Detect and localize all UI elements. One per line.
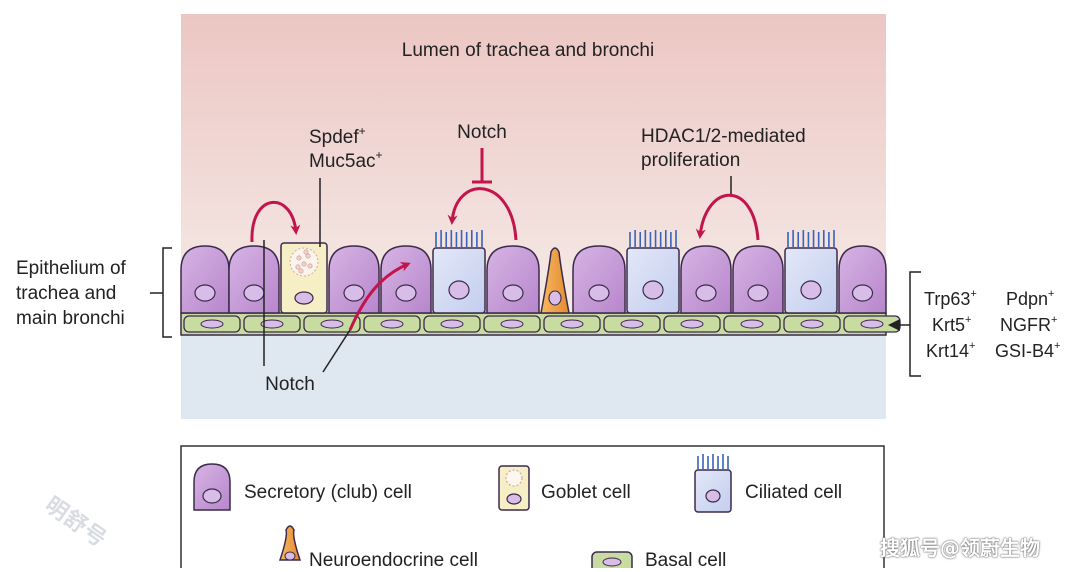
secretory-club-cell	[680, 245, 732, 314]
basal-cell	[423, 315, 481, 333]
secretory-cell-icon	[193, 463, 231, 511]
basal-marker-bracket	[909, 271, 921, 377]
goblet-cell-icon	[498, 465, 530, 511]
epithelial-cell-layer	[180, 230, 887, 314]
basal-cell	[363, 315, 421, 333]
legend-box	[180, 445, 885, 568]
basal-cell-icon	[591, 551, 633, 568]
secretory-club-cell	[180, 245, 230, 314]
marker-ngfr: NGFR+	[1000, 314, 1057, 335]
notch-leader-line-right	[322, 329, 351, 373]
secretory-club-cell	[572, 245, 626, 314]
basal-cell	[303, 315, 361, 333]
club-to-ciliated-arrow	[447, 187, 518, 241]
hdac-label-line1: HDAC1/2-mediated	[641, 126, 806, 147]
ciliated-cell	[784, 230, 838, 314]
basal-cell	[843, 315, 901, 333]
marker-pdpn: Pdpn+	[1006, 288, 1054, 309]
legend-label-neuroendocrine: Neuroendocrine cell	[309, 550, 478, 571]
secretory-club-cell	[732, 245, 784, 314]
goblet-differentiation-arrow	[250, 201, 301, 243]
basal-marker-arrowhead	[888, 319, 900, 331]
muc5ac-marker-label: Muc5ac+	[309, 148, 383, 172]
submucosa-region	[181, 332, 886, 419]
epithelium-label-line2: trachea and	[16, 283, 116, 304]
legend-label-goblet: Goblet cell	[541, 482, 631, 503]
basal-marker-list: Trp63+ Pdpn+ Krt5+ NGFR+ Krt14+ GSI-B4+	[924, 288, 1060, 361]
ciliated-cell	[432, 230, 486, 314]
basal-cell	[663, 315, 721, 333]
neuroendocrine-cell	[540, 247, 570, 314]
secretory-club-cell	[486, 245, 540, 314]
hdac-proliferation-arrow	[695, 193, 760, 241]
ciliated-cell	[626, 230, 680, 314]
lumen-label: Lumen of trachea and bronchi	[402, 40, 654, 61]
notch-basal-label: Notch	[265, 374, 315, 395]
marker-krt14: Krt14+	[926, 340, 975, 361]
secretory-club-cell	[380, 245, 432, 314]
basal-cell	[783, 315, 841, 333]
legend-label-secretory: Secretory (club) cell	[244, 482, 412, 503]
epithelium-label-line1: Epithelium of	[16, 258, 127, 279]
marker-krt5: Krt5+	[932, 314, 971, 335]
spdef-marker-label: Spdef+	[309, 124, 366, 148]
basal-cell	[183, 315, 241, 333]
basal-cell	[243, 315, 301, 333]
basal-to-club-arrow	[348, 262, 411, 331]
basal-cell	[543, 315, 601, 333]
secretory-club-cell	[228, 245, 280, 314]
neuroendocrine-cell-icon	[278, 525, 302, 561]
secretory-club-cell	[838, 245, 887, 314]
epithelium-bracket	[150, 247, 172, 338]
watermark-right: 搜狐号@领蔚生物	[880, 536, 1040, 560]
hdac-label-line2: proliferation	[641, 150, 740, 171]
basal-cell-row	[180, 312, 901, 336]
legend-label-ciliated: Ciliated cell	[745, 482, 843, 503]
basal-cell	[483, 315, 541, 333]
marker-gsi-b4: GSI-B4+	[995, 340, 1060, 361]
legend-label-basal: Basal cell	[645, 550, 727, 571]
notch-inhibition-label: Notch	[457, 122, 507, 143]
secretory-club-cell	[328, 245, 380, 314]
marker-trp63: Trp63+	[924, 288, 977, 309]
ciliated-cell-icon	[694, 454, 732, 513]
epithelium-label-line3: main bronchi	[16, 308, 125, 329]
goblet-cell	[280, 242, 328, 314]
basal-cell	[603, 315, 661, 333]
basal-cell	[723, 315, 781, 333]
